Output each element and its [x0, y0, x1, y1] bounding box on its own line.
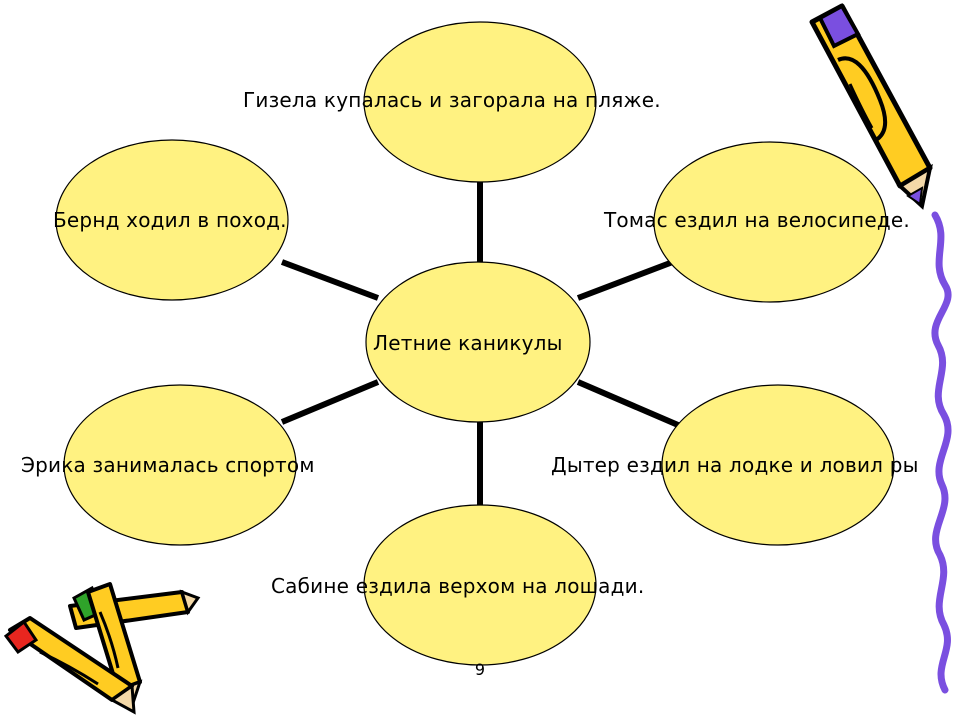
- node-label-upper-left: Бернд ходил в поход.: [53, 208, 287, 232]
- node-label-lower-right: Дытер ездил на лодке и ловил ры: [551, 453, 919, 477]
- center-ellipse: [365, 261, 591, 423]
- node-label-lower-left: Эрика занималась спортом: [21, 453, 315, 477]
- connector-lower-right: [576, 379, 687, 431]
- node-label-upper-right: Томас ездил на велосипеде.: [604, 208, 910, 232]
- connector-lower-left: [280, 379, 380, 425]
- node-ellipse-lower-left: [63, 384, 297, 546]
- node-label-bottom: Сабине ездила верхом на лошади.: [271, 574, 645, 598]
- node-ellipse-upper-right: [653, 141, 887, 303]
- pencil-icon: [809, 3, 933, 210]
- connector-upper-right: [576, 257, 680, 301]
- node-ellipse-bottom: [363, 504, 597, 666]
- center-label: Летние каникулы: [373, 331, 563, 355]
- connectors: [280, 180, 687, 507]
- connector-upper-left: [280, 259, 380, 301]
- squiggle-line: [931, 211, 952, 694]
- node-label-top: Гизела купалась и загорала на пляже.: [243, 88, 661, 112]
- crossed-pencils-icon: [3, 582, 201, 715]
- node-ellipse-upper-left: [55, 139, 289, 301]
- node-ellipse-top: [363, 21, 597, 183]
- page-number: 9: [474, 660, 486, 679]
- node-ellipse-lower-right: [661, 384, 895, 546]
